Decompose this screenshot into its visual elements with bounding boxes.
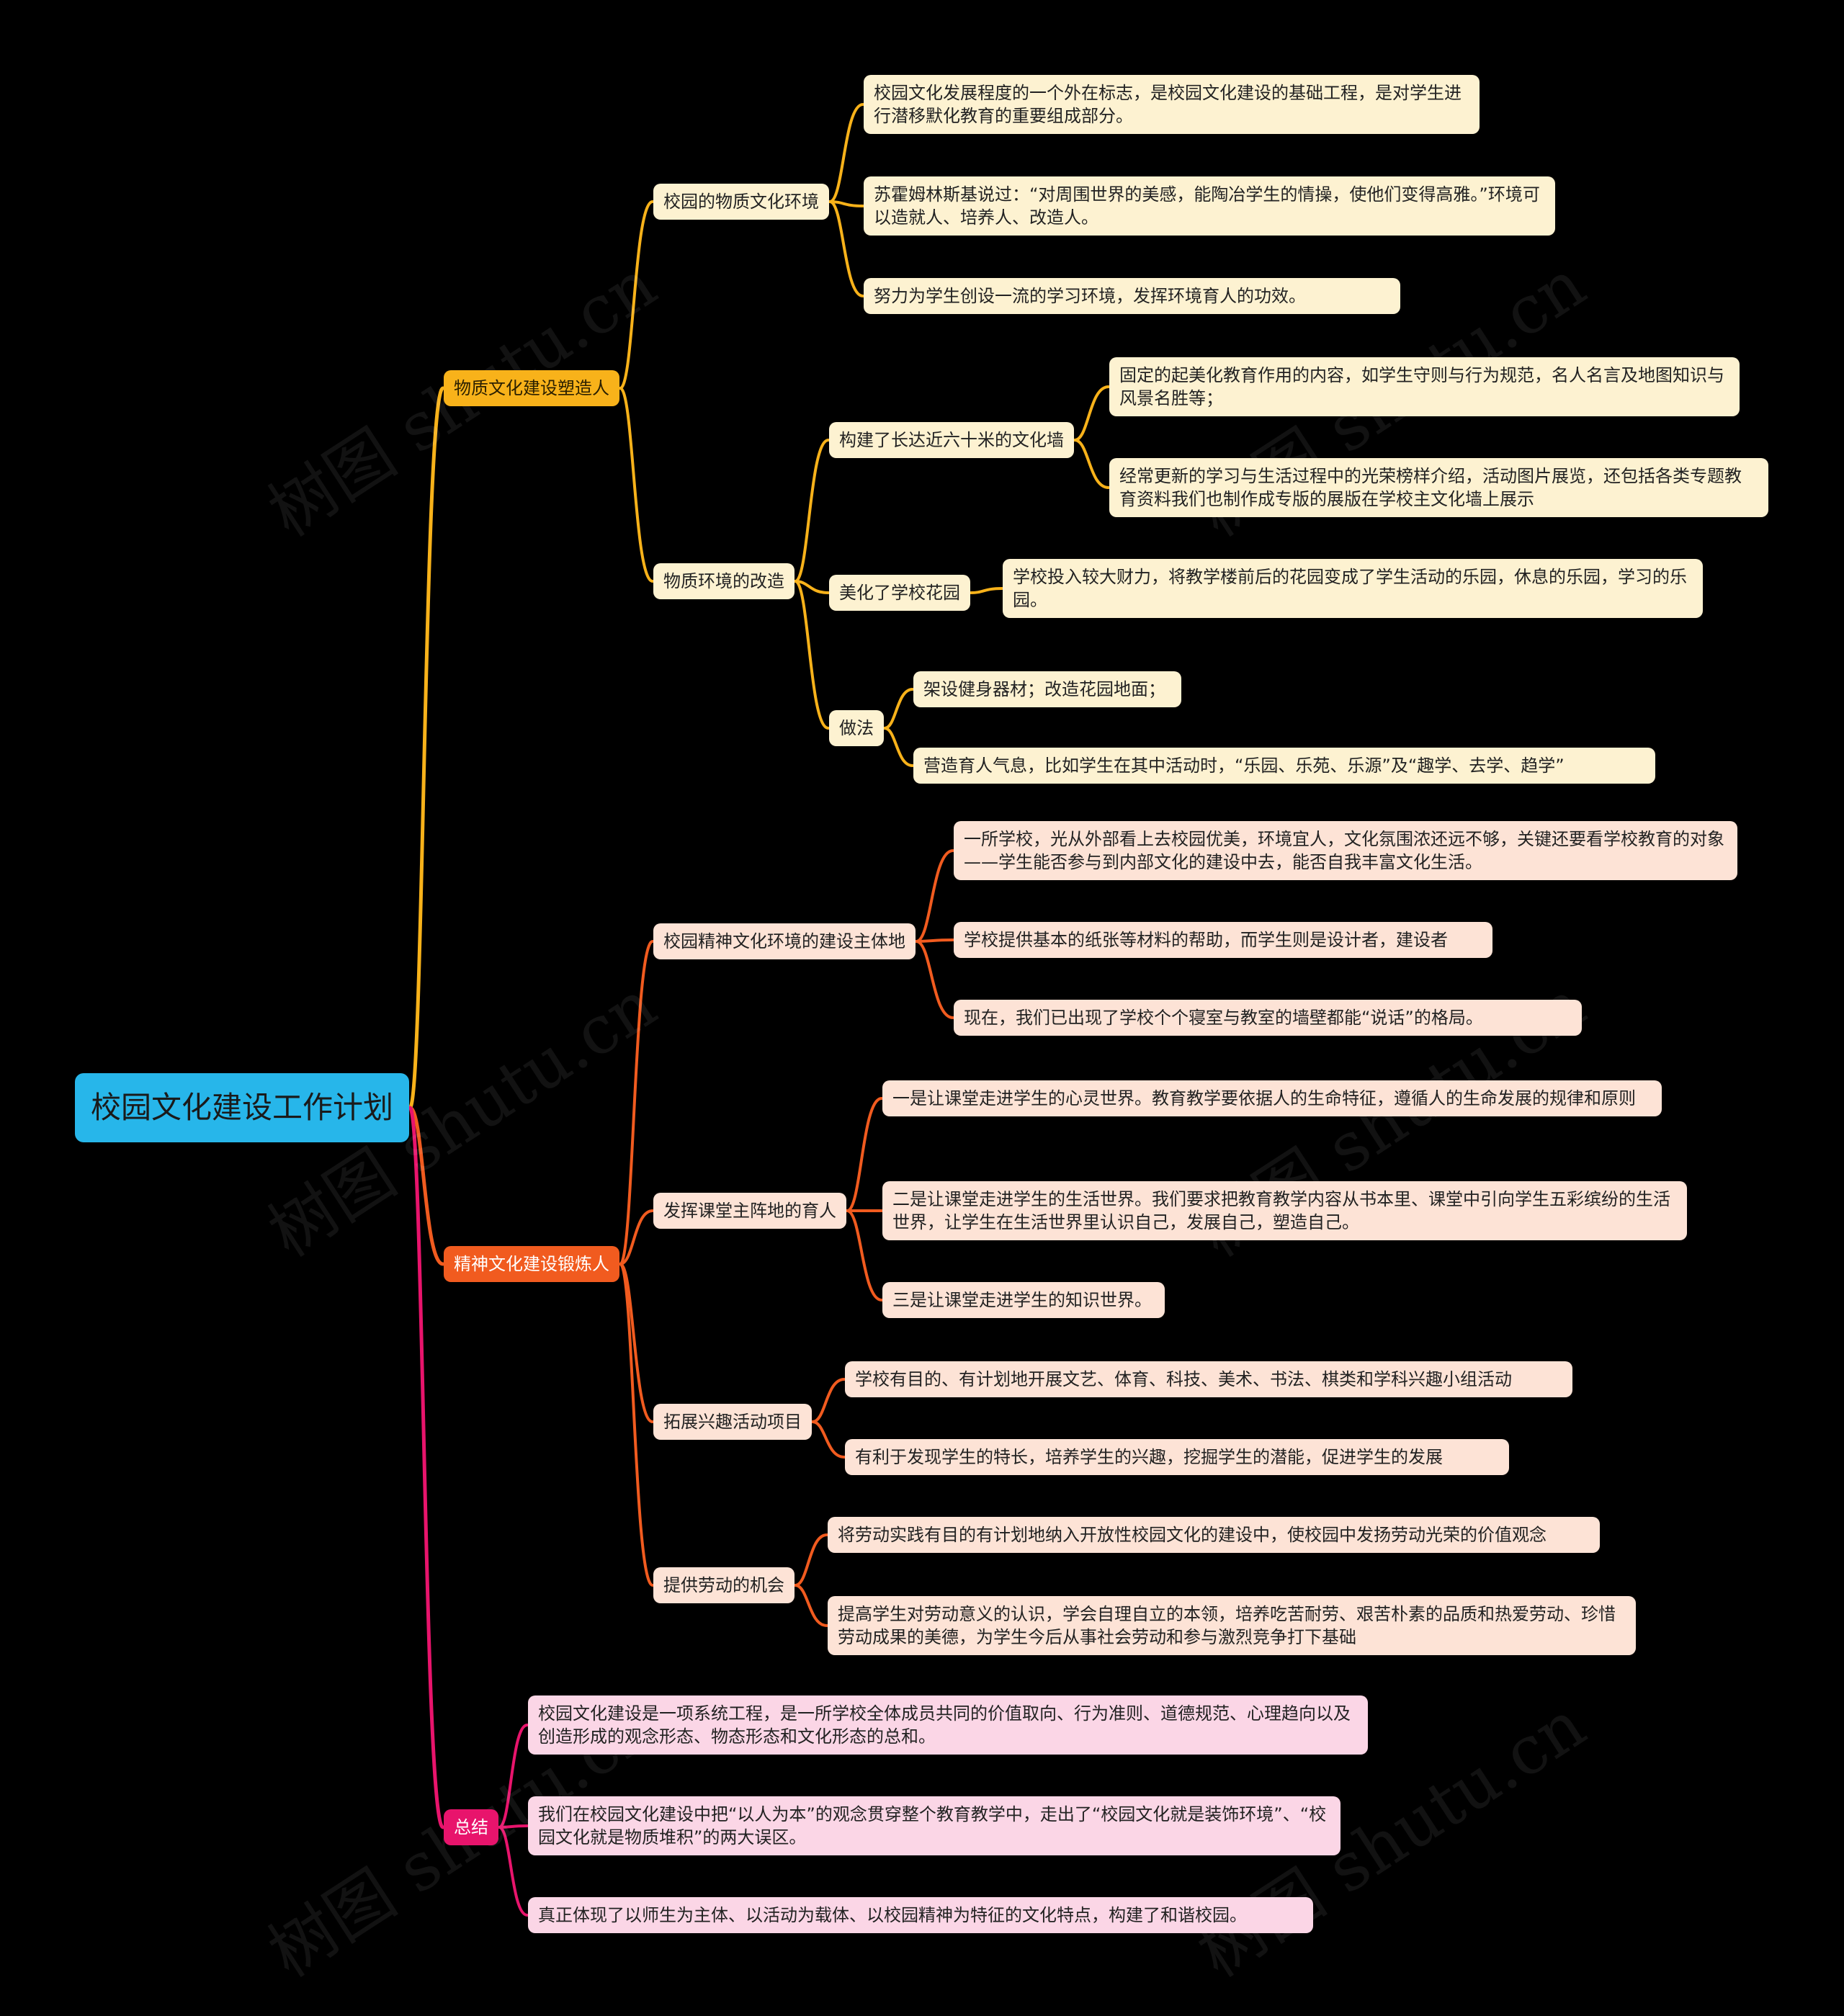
leaf-material-env-1[interactable]: 校园文化发展程度的一个外在标志，是校园文化建设的基础工程，是对学生进行潜移默化教… [864, 75, 1480, 134]
leaf-interest-1[interactable]: 学校有目的、有计划地开展文艺、体育、科技、美术、书法、棋类和学科兴趣小组活动 [845, 1361, 1572, 1397]
connector-topic-method [794, 580, 830, 730]
connector-leaf-culture-wall-2 [1073, 439, 1110, 489]
leaf-classroom-1[interactable]: 一是让课堂走进学生的心灵世界。教育教学要依据人的生命特征，遵循人的生命发展的规律… [882, 1080, 1662, 1116]
topic-material-environment[interactable]: 校园的物质文化环境 [653, 184, 829, 220]
leaf-labor-2[interactable]: 提高学生对劳动意义的认识，学会自理自立的本领，培养吃苦耐劳、艰苦朴素的品质和热爱… [828, 1596, 1636, 1655]
connector-leaf-method-2 [883, 727, 914, 767]
topic-method[interactable]: 做法 [829, 710, 884, 746]
leaf-summary-2[interactable]: 我们在校园文化建设中把“以人为本”的观念贯穿整个教育教学中，走出了“校园文化就是… [528, 1796, 1341, 1855]
leaf-interest-2[interactable]: 有利于发现学生的特长，培养学生的兴趣，挖掘学生的潜能，促进学生的发展 [845, 1439, 1509, 1475]
topic-interest-activities[interactable]: 拓展兴趣活动项目 [653, 1404, 812, 1440]
connector-leaf-method-1 [883, 688, 914, 730]
connector-leaf-classroom-3 [846, 1209, 883, 1302]
connector-topic-garden [794, 580, 830, 594]
connector-leaf-classroom-1 [846, 1097, 883, 1212]
branch-summary[interactable]: 总结 [444, 1809, 498, 1845]
leaf-summary-3[interactable]: 真正体现了以师生为主体、以活动为载体、以校园精神为特征的文化特点，构建了和谐校园… [528, 1897, 1313, 1933]
connector-topic-spiritual-subject [619, 940, 654, 1265]
branch-spiritual-culture[interactable]: 精神文化建设锻炼人 [444, 1246, 619, 1282]
connector-topic-environment-reform [619, 387, 654, 583]
connector-leaf-summary-1 [498, 1724, 529, 1829]
leaf-culture-wall-2[interactable]: 经常更新的学习与生活过程中的光荣榜样介绍，活动图片展览，还包括各类专题教育资料我… [1109, 458, 1768, 517]
leaf-classroom-2[interactable]: 二是让课堂走进学生的生活世界。我们要求把教育教学内容从书本里、课堂中引向学生五彩… [882, 1181, 1687, 1240]
connector-leaf-spiritual-subject-1 [915, 849, 954, 943]
topic-labor[interactable]: 提供劳动的机会 [653, 1567, 795, 1603]
connector-leaf-culture-wall-1 [1073, 385, 1110, 442]
leaf-method-2[interactable]: 营造育人气息，比如学生在其中活动时，“乐园、乐苑、乐源”及“趣学、去学、趋学” [913, 748, 1655, 784]
leaf-spiritual-subject-3[interactable]: 现在，我们已出现了学校个个寝室与教室的墙壁都能“说话”的格局。 [954, 1000, 1582, 1036]
topic-classroom[interactable]: 发挥课堂主阵地的育人 [653, 1193, 846, 1229]
topic-garden[interactable]: 美化了学校花园 [829, 575, 970, 611]
topic-spiritual-subject[interactable]: 校园精神文化环境的建设主体地 [653, 923, 916, 959]
connector-topic-labor [619, 1263, 654, 1587]
connector-topic-classroom [619, 1209, 654, 1265]
connector-leaf-summary-3 [498, 1826, 529, 1917]
leaf-labor-1[interactable]: 将劳动实践有目的有计划地纳入开放性校园文化的建设中，使校园中发扬劳动光荣的价值观… [828, 1517, 1600, 1553]
connector-leaf-garden-1 [970, 587, 1003, 594]
leaf-garden-1[interactable]: 学校投入较大财力，将教学楼前后的花园变成了学生活动的乐园，休息的乐园，学习的乐园… [1003, 559, 1703, 618]
connector-leaf-labor-2 [794, 1584, 828, 1627]
leaf-material-env-2[interactable]: 苏霍姆林斯基说过：“对周围世界的美感，能陶冶学生的情操，使他们变得高雅。”环境可… [864, 176, 1555, 236]
connector-topic-material-environment [619, 200, 654, 390]
connector-branch-spiritual-culture [408, 1106, 445, 1266]
connector-leaf-material-env-1 [828, 103, 864, 203]
connector-leaf-labor-1 [794, 1533, 828, 1587]
leaf-material-env-3[interactable]: 努力为学生创设一流的学习环境，发挥环境育人的功效。 [864, 278, 1400, 314]
connector-branch-summary [408, 1106, 445, 1829]
topic-culture-wall[interactable]: 构建了长达近六十米的文化墙 [829, 422, 1074, 458]
connector-leaf-material-env-3 [828, 200, 864, 297]
leaf-spiritual-subject-2[interactable]: 学校提供基本的纸张等材料的帮助，而学生则是设计者，建设者 [954, 922, 1492, 958]
branch-material-culture[interactable]: 物质文化建设塑造人 [444, 370, 619, 406]
leaf-summary-1[interactable]: 校园文化建设是一项系统工程，是一所学校全体成员共同的价值取向、行为准则、道德规范… [528, 1695, 1368, 1755]
connector-leaf-spiritual-subject-2 [915, 938, 954, 943]
root-topic[interactable]: 校园文化建设工作计划 [75, 1073, 410, 1142]
leaf-method-1[interactable]: 架设健身器材；改造花园地面； [913, 671, 1181, 707]
topic-environment-reform[interactable]: 物质环境的改造 [653, 563, 795, 599]
leaf-culture-wall-1[interactable]: 固定的起美化教育作用的内容，如学生守则与行为规范，名人名言及地图知识与风景名胜等… [1109, 357, 1740, 416]
leaf-spiritual-subject-1[interactable]: 一所学校，光从外部看上去校园优美，环境宜人，文化氛围浓还远不够，关键还要看学校教… [954, 821, 1737, 880]
connector-leaf-spiritual-subject-3 [915, 940, 954, 1019]
connector-topic-culture-wall [794, 439, 830, 583]
connector-leaf-interest-1 [811, 1378, 846, 1423]
leaf-classroom-3[interactable]: 三是让课堂走进学生的知识世界。 [882, 1282, 1165, 1318]
connector-branch-material-culture [408, 386, 445, 1110]
connector-leaf-summary-2 [498, 1824, 529, 1829]
connector-leaf-interest-2 [811, 1420, 846, 1459]
